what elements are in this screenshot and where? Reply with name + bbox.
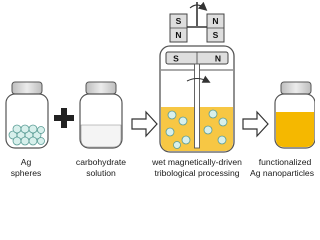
top-left-magnet: S N bbox=[169, 13, 188, 43]
top-right-magnet: N S bbox=[206, 13, 225, 43]
inner-magnet-bar: S N bbox=[165, 51, 229, 65]
magnet-pole-label: N bbox=[175, 30, 181, 40]
magnet-pole-label: S bbox=[213, 30, 219, 40]
right-arrow-icon bbox=[242, 110, 269, 138]
ag-spheres-vial bbox=[5, 81, 49, 149]
reactor: S N N S S N bbox=[159, 1, 235, 153]
vial-cap bbox=[85, 81, 117, 95]
vial-cap bbox=[280, 81, 312, 95]
ag-spheres-label-line2: spheres bbox=[11, 168, 42, 178]
magnet-pole-label: N bbox=[212, 16, 218, 26]
silver-spheres bbox=[8, 124, 45, 146]
ag-spheres-label-line1: Ag bbox=[21, 157, 32, 167]
magnet-pole-label: S bbox=[173, 54, 179, 64]
product-label-line1: functionalized bbox=[259, 157, 312, 167]
right-arrow-icon bbox=[131, 110, 158, 138]
carbohydrate-solution-vial bbox=[79, 81, 123, 149]
rotation-arrow-icon bbox=[189, 1, 208, 11]
plus-sign bbox=[54, 108, 74, 128]
reactor-spheres bbox=[165, 109, 228, 149]
carbohydrate-label-line2: solution bbox=[86, 168, 116, 178]
vial-cap bbox=[11, 81, 43, 95]
rotation-arrow-icon bbox=[186, 75, 211, 83]
clear-liquid bbox=[80, 124, 122, 148]
product-vial bbox=[274, 81, 315, 149]
product-label-line2: Ag nanoparticles bbox=[250, 168, 314, 178]
nanoparticle-dispersion bbox=[276, 112, 314, 147]
carbohydrate-label-line1: carbohydrate bbox=[76, 157, 126, 167]
process-diagram: Ag spheres carbohydrate solution S N N S bbox=[5, 1, 315, 178]
magnet-pole-label: S bbox=[176, 16, 182, 26]
magnet-pole-label: N bbox=[215, 54, 221, 64]
stirrer-shaft bbox=[194, 63, 200, 149]
process-label-line2: tribological processing bbox=[154, 168, 239, 178]
process-label-line1: wet magnetically-driven bbox=[151, 157, 242, 167]
